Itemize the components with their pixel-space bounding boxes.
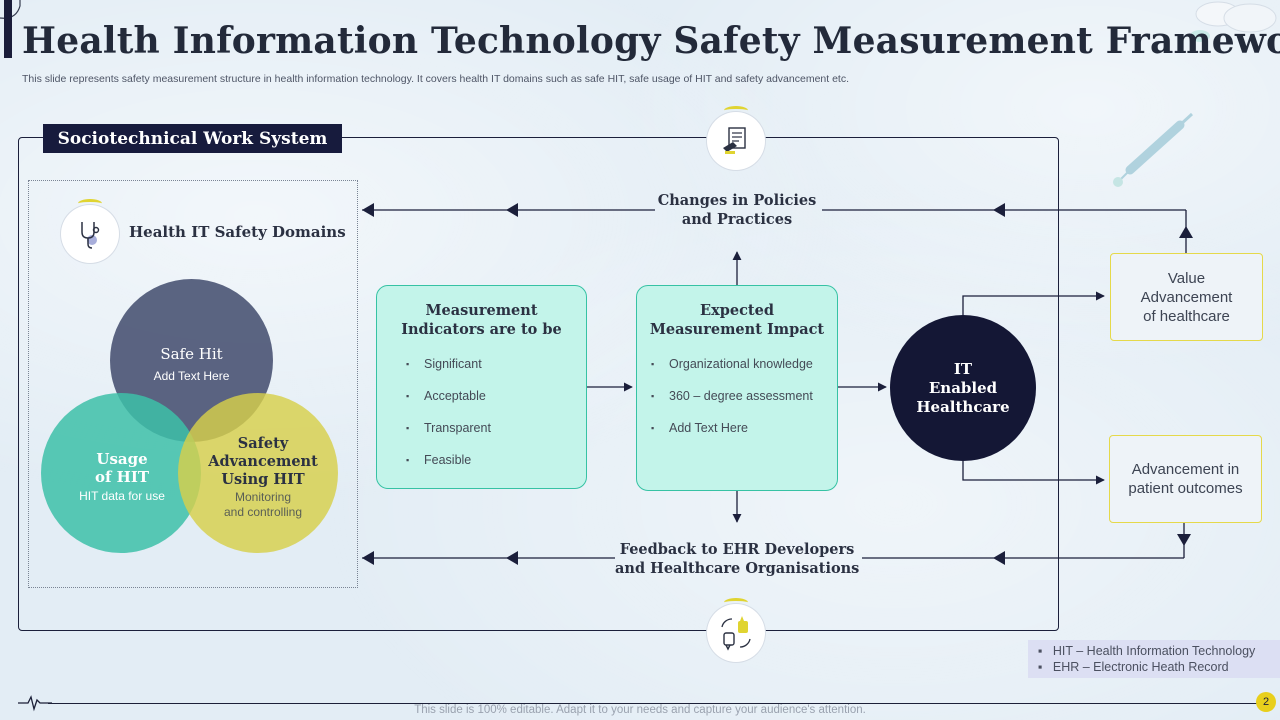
- page-subtitle: This slide represents safety measurement…: [22, 73, 850, 85]
- abbreviation-legend: [1028, 640, 1280, 678]
- venn-usage-hit: [41, 393, 201, 553]
- safe-hit-title: Safe Hit: [160, 345, 223, 363]
- advancement-text-line1: Monitoring: [234, 490, 292, 504]
- syringe-decoration-icon: [1113, 112, 1194, 187]
- advancement-title-line1: Safety: [237, 435, 289, 452]
- patient-line1: Advancement in: [1131, 461, 1240, 478]
- page-number: 2: [1256, 692, 1276, 712]
- pills-decoration-icon: [1113, 1, 1277, 187]
- patient-outcomes-box: Advancement in patient outcomes: [1109, 435, 1262, 523]
- system-label: Sociotechnical Work System: [43, 124, 342, 153]
- advancement-text-line2: and controlling: [223, 505, 303, 519]
- it-line2: Enabled: [928, 378, 998, 397]
- impact-item: 360 – degree assessment: [651, 389, 813, 403]
- title-accent-bar: [4, 0, 12, 58]
- advancement-title-line2: Advancement: [208, 453, 318, 470]
- policies-line2: and Practices: [681, 211, 793, 228]
- arc-accent: [724, 598, 748, 607]
- system-frame: [18, 137, 1059, 631]
- checklist-icon: [707, 112, 765, 170]
- indicator-item: Significant: [406, 357, 482, 371]
- impact-title-line2: Measurement Impact: [649, 321, 825, 338]
- value-line2: Advancement: [1140, 288, 1233, 306]
- it-line1: IT: [953, 359, 973, 378]
- advancement-title-line3: Using HIT: [221, 471, 305, 488]
- usage-title-line1: Usage: [96, 450, 148, 468]
- venn-safety-advancement: [178, 393, 338, 553]
- indicators-box: Measurement Indicators are to be: [376, 285, 587, 489]
- safety-advancement-text: Monitoring and controlling: [196, 490, 330, 520]
- feedback-line1: Feedback to EHR Developers: [619, 541, 855, 558]
- usage-hit-text: HIT data for use: [79, 489, 165, 503]
- indicator-item: Transparent: [406, 421, 491, 435]
- patient-line2: patient outcomes: [1128, 480, 1243, 497]
- footer-text: This slide is 100% editable. Adapt it to…: [414, 704, 866, 716]
- page-title: Health Information Technology Safety Mea…: [22, 20, 1280, 62]
- impact-title: Expected Measurement Impact: [637, 301, 837, 339]
- legend-item: ▪ EHR – Electronic Heath Record: [1038, 660, 1229, 674]
- domains-heading: Health IT Safety Domains: [129, 223, 346, 241]
- value-line1: Value: [1167, 269, 1206, 287]
- safe-hit-text: Add Text Here: [153, 369, 230, 383]
- policies-flow-label: Changes in Policies and Practices: [655, 191, 819, 229]
- it-line3: Healthcare: [916, 397, 1010, 416]
- feedback-flow-label: Feedback to EHR Developers and Healthcar…: [615, 540, 859, 578]
- impact-item: Add Text Here: [651, 421, 748, 435]
- impact-title-line1: Expected: [700, 302, 774, 319]
- indicator-item: Acceptable: [406, 389, 486, 403]
- indicators-title-line1: Measurement: [425, 302, 538, 319]
- arc-accent: [78, 199, 102, 208]
- usage-hit-title: Usage of HIT: [52, 450, 192, 486]
- usage-title-line2: of HIT: [94, 468, 150, 486]
- policies-line1: Changes in Policies: [657, 192, 817, 209]
- legend-item: ▪ HIT – Health Information Technology: [1038, 644, 1256, 658]
- safety-domains-panel: [28, 180, 358, 588]
- legend-hit: HIT – Health Information Technology: [1052, 644, 1256, 658]
- thumbs-up-down-icon: [707, 604, 765, 662]
- corner-curl-icon: [0, 0, 21, 19]
- indicator-item: Feasible: [406, 453, 471, 467]
- arc-accent: [724, 106, 748, 115]
- indicators-title: Measurement Indicators are to be: [377, 301, 586, 339]
- safety-advancement-title: Safety Advancement Using HIT: [196, 435, 330, 489]
- impact-box: Expected Measurement Impact: [636, 285, 838, 491]
- legend-ehr: EHR – Electronic Heath Record: [1052, 660, 1229, 674]
- footer-line: [48, 703, 1258, 704]
- value-line3: of healthcare: [1143, 307, 1230, 325]
- value-advancement-box: Value Advancement of healthcare: [1110, 253, 1263, 341]
- impact-item: Organizational knowledge: [651, 357, 813, 371]
- stethoscope-icon: [61, 205, 119, 263]
- heartbeat-icon: [18, 695, 52, 712]
- indicators-title-line2: Indicators are to be: [401, 321, 562, 338]
- feedback-line2: and Healthcare Organisations: [615, 560, 860, 577]
- it-enabled-healthcare-circle: IT Enabled Healthcare: [890, 315, 1036, 461]
